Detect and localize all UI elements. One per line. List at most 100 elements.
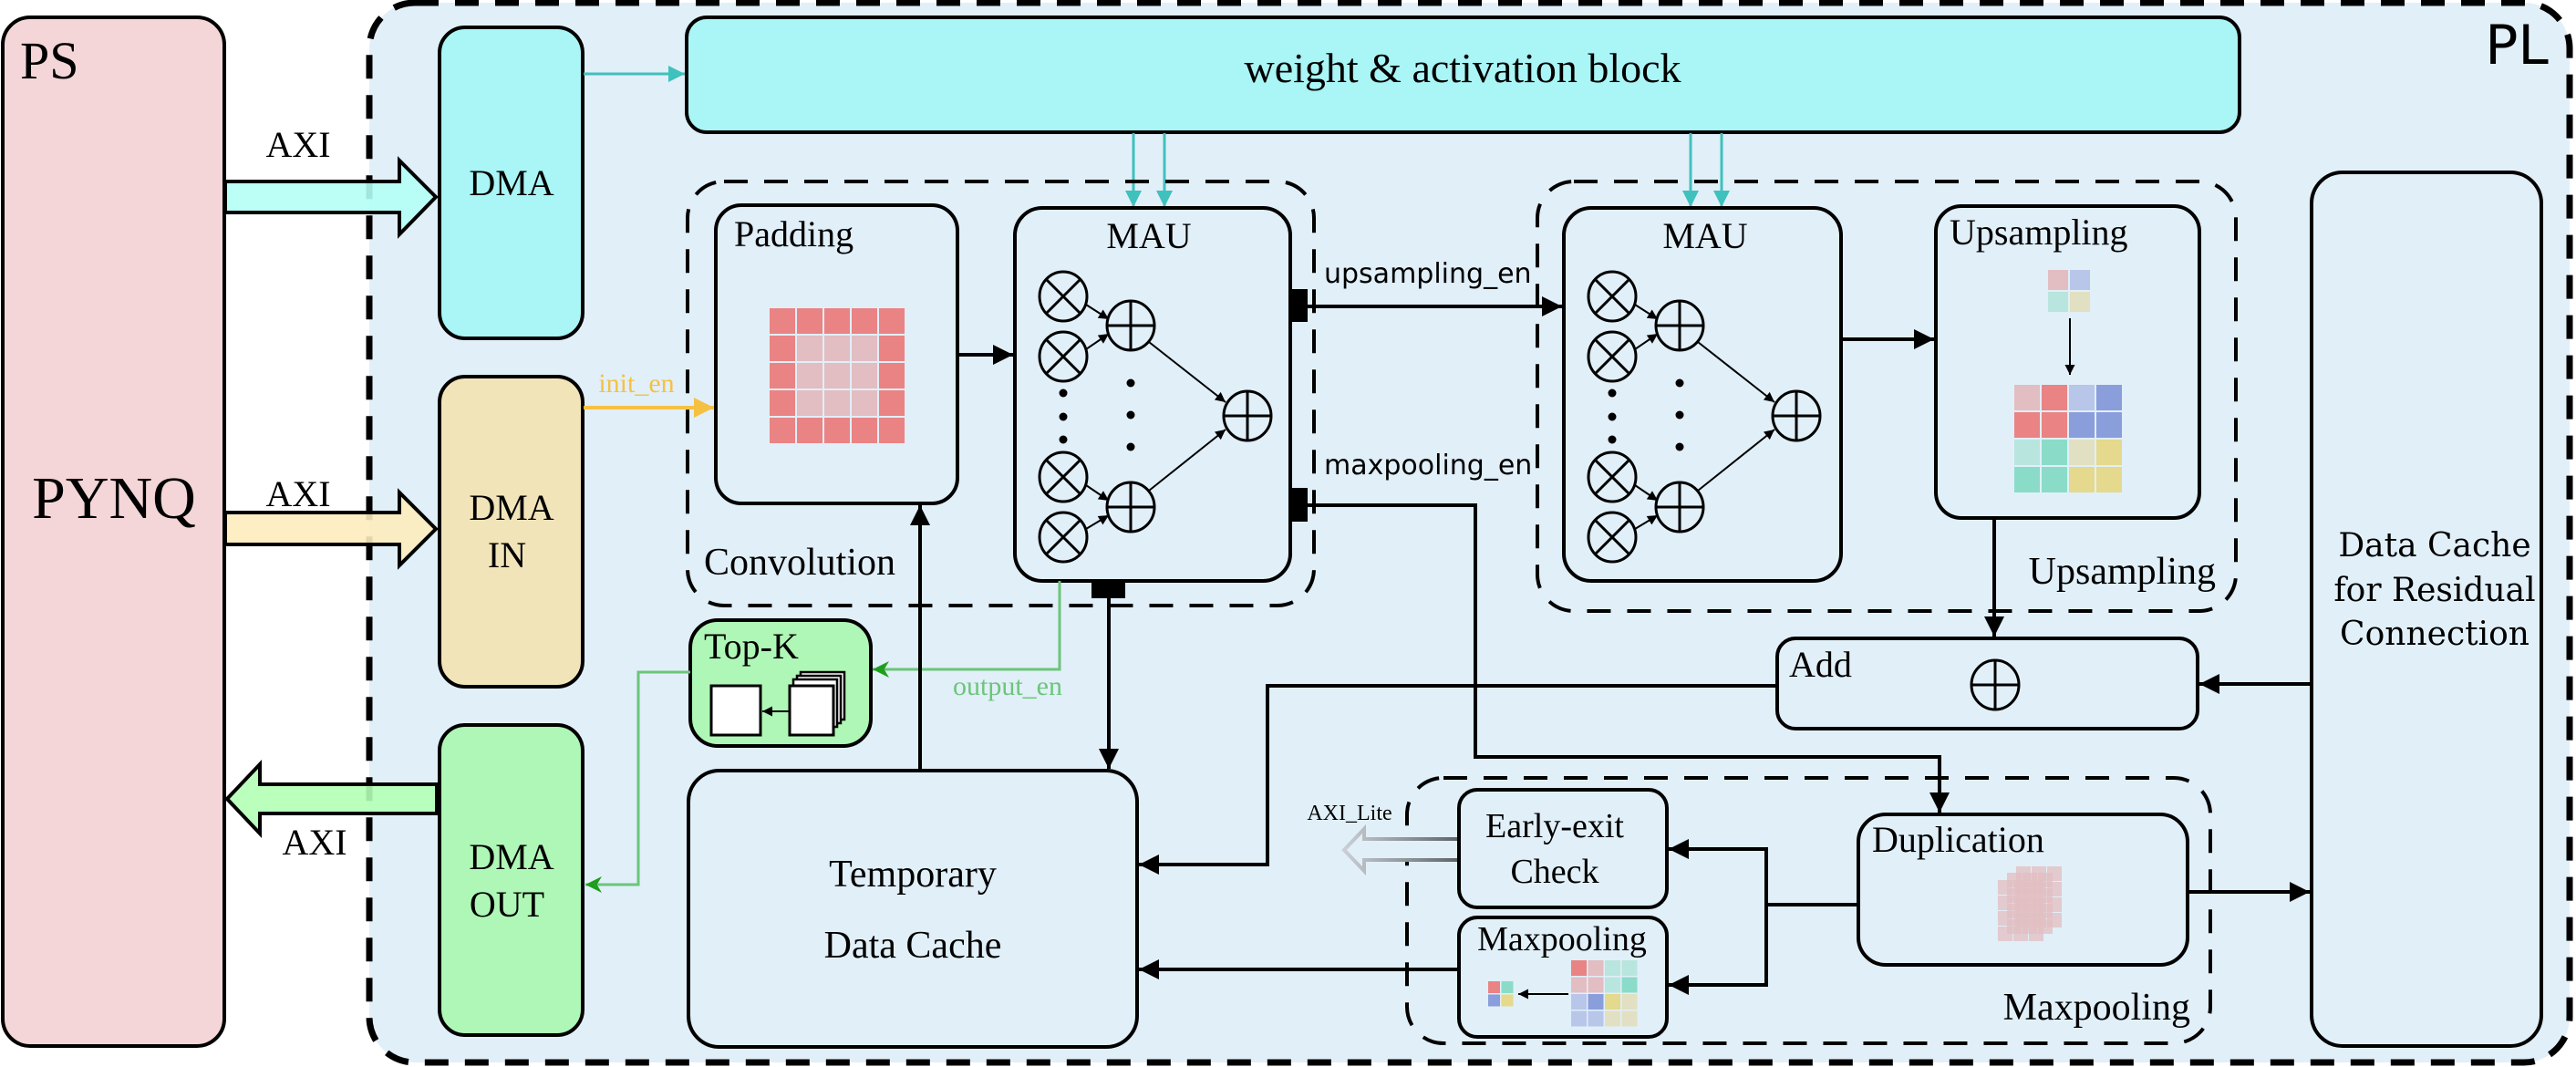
ellipsis-dot	[1675, 442, 1684, 451]
grid-cell	[1605, 994, 1620, 1010]
grid-cell	[2032, 882, 2046, 896]
duplication-to-early-exit-arrow	[1669, 839, 1768, 905]
grid-cell	[770, 363, 795, 388]
add-operator-icon	[1222, 389, 1273, 442]
residual-cache-label-line1: Data Cache	[2338, 527, 2530, 565]
weight-activation-label: weight & activation block	[1244, 45, 1681, 91]
axi-label-dma-out: AXI	[282, 822, 347, 863]
adder-tree-arrow	[1148, 341, 1226, 403]
grid-cell	[2070, 270, 2090, 290]
convolution-group	[686, 180, 1316, 607]
grid-cell	[2047, 897, 2062, 912]
grid-cell	[1588, 994, 1604, 1010]
grid-cell	[1588, 977, 1604, 993]
padding-label: Padding	[734, 213, 853, 254]
early-exit-label-line2: Check	[1510, 853, 1598, 891]
pl-region-border	[366, 0, 2573, 1066]
adder-tree-arrow	[1697, 341, 1775, 403]
grid-cell	[2048, 270, 2068, 290]
convolution-group-label: Convolution	[704, 542, 895, 584]
grid-cell	[2016, 913, 2031, 927]
duplication-label: Duplication	[1872, 819, 2044, 860]
axi-label-dma: AXI	[265, 124, 330, 165]
adder-tree-arrow	[1085, 333, 1110, 350]
maxpooling-input-grid	[1571, 960, 1638, 1027]
early-exit-check-block	[1457, 788, 1669, 909]
mau-up-label: MAU	[1662, 215, 1747, 256]
axi-label-dma-in: AXI	[265, 473, 330, 514]
dma-in-label-line2: IN	[488, 534, 526, 575]
temporary-data-cache-block	[687, 769, 1139, 1049]
maxpooling-en-arrow	[1308, 503, 1950, 813]
grid-cell	[1571, 960, 1587, 976]
grid-cell	[797, 390, 822, 416]
grid-cell	[879, 336, 905, 361]
grid-cell	[2096, 440, 2122, 465]
add-operator-icon	[1654, 299, 1705, 352]
multiply-operator-icon	[1038, 451, 1089, 503]
add-operator-icon	[1105, 299, 1156, 352]
grid-cell	[1605, 1010, 1620, 1027]
ellipsis-dot	[1608, 435, 1617, 444]
residual-data-cache-block	[2310, 171, 2543, 1048]
grid-cell	[2016, 866, 2031, 881]
pl-label: PL	[2485, 14, 2549, 78]
grid-cell	[2032, 866, 2046, 881]
grid-cell	[1571, 994, 1587, 1010]
grid-cell	[770, 308, 795, 334]
grid-cell	[2016, 897, 2031, 912]
dma-out-label-line2: OUT	[470, 884, 544, 925]
grid-cell	[1588, 960, 1604, 976]
grid-cell	[1571, 1010, 1587, 1027]
axi-arrow-from-dma-out	[224, 759, 439, 839]
grid-cell	[2016, 882, 2031, 896]
grid-cell	[852, 363, 877, 388]
grid-cell	[1621, 1010, 1638, 1027]
grid-cell	[1488, 994, 1500, 1007]
grid-cell	[770, 390, 795, 416]
duplication-to-maxpooling-arrow	[1669, 905, 1768, 995]
ellipsis-dot	[1059, 388, 1068, 398]
adder-tree-arrow	[1634, 333, 1659, 350]
grid-cell	[2047, 882, 2062, 896]
adder-tree-arrow	[1634, 514, 1659, 530]
grid-cell	[2042, 467, 2067, 492]
dma-in-block	[438, 375, 585, 689]
upsampling-group-label: Upsampling	[2029, 551, 2216, 593]
ellipsis-dot	[1608, 412, 1617, 421]
grid-cell	[879, 363, 905, 388]
grid-cell	[824, 308, 850, 334]
pynq-label: PYNQ	[32, 465, 196, 532]
axi-arrow-to-dma-in	[223, 488, 439, 570]
early-exit-label-line1: Early-exit	[1485, 807, 1624, 845]
top-k-icon	[709, 670, 846, 737]
add-operator-icon	[1771, 389, 1822, 442]
dma-out-block	[438, 723, 585, 1037]
grid-cell	[2047, 866, 2062, 881]
add-label: Add	[1789, 644, 1852, 685]
multiply-operator-icon	[1587, 270, 1638, 323]
multiply-operator-icon	[1587, 330, 1638, 383]
upsampling-label: Upsampling	[1950, 212, 2128, 253]
multiply-operator-icon	[1587, 451, 1638, 503]
output-en-port	[1091, 581, 1125, 598]
ellipsis-dot	[1059, 435, 1068, 444]
ellipsis-dot	[1126, 378, 1135, 388]
adder-tree-arrow	[1634, 484, 1659, 502]
maxpooling-output-grid	[1488, 981, 1514, 1007]
grid-cell	[2042, 440, 2067, 465]
dma-label: DMA	[469, 162, 553, 203]
grid-cell	[852, 308, 877, 334]
mau-conv-block	[1013, 206, 1292, 583]
axi-lite-label: AXI_Lite	[1307, 802, 1391, 825]
mau-up-block	[1562, 206, 1843, 583]
init-en-label: init_en	[598, 368, 674, 399]
adder-tree-arrow	[1085, 514, 1110, 530]
grid-cell	[1588, 1010, 1604, 1027]
grid-cell	[824, 336, 850, 361]
grid-cell	[852, 418, 877, 443]
ellipsis-dot	[1675, 378, 1684, 388]
maxpooling-group	[1405, 776, 2212, 1045]
axi-lite-arrow	[1341, 824, 1457, 875]
